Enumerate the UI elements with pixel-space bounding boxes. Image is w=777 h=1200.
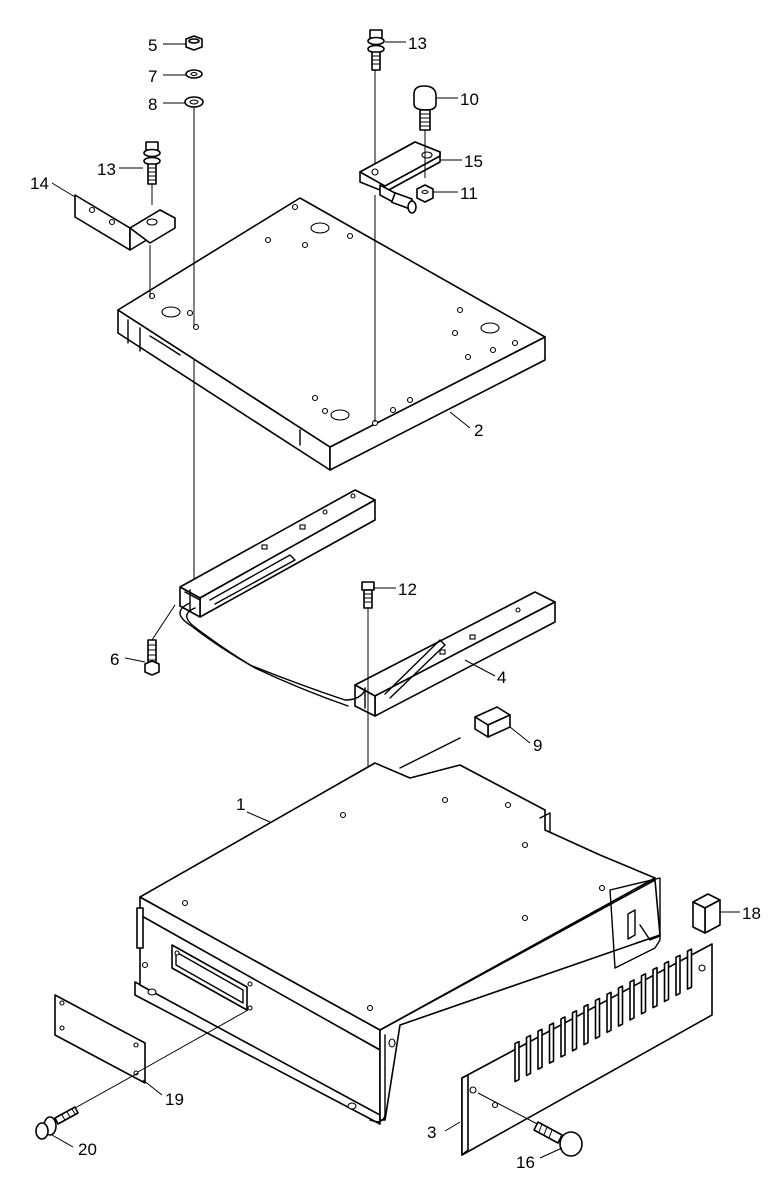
callout-1: 1 [236,795,245,814]
nut-part-5 [185,35,203,51]
left-bracket-part-14 [74,194,176,251]
screw-part-20 [35,1072,139,1140]
callout-3: 3 [427,1123,436,1142]
callout-20: 20 [78,1140,97,1159]
screw-part-13-left [143,141,161,298]
callout-15: 15 [464,152,483,171]
callout-labels: 5 7 8 13 14 13 10 15 11 2 12 6 4 9 1 18 … [30,34,761,1172]
knob-screw-part-16 [477,1092,583,1157]
callout-7: 7 [148,67,157,86]
clip-part-18 [692,893,721,934]
callout-11: 11 [460,184,478,203]
callout-14: 14 [30,174,49,193]
callout-4: 4 [497,668,506,687]
callout-2: 2 [474,421,483,440]
callout-10: 10 [460,90,479,109]
callout-13-right: 13 [408,34,427,53]
callout-8: 8 [148,95,157,114]
slide-rail-right-part-4 [354,591,556,717]
slide-rail-left-part-4 [179,489,376,618]
callout-9: 9 [533,736,542,755]
cover-plate-part-19 [54,994,249,1084]
callout-leaders [51,41,740,1159]
connecting-wire [179,602,366,701]
connecting-wire [186,607,349,707]
ventilation-slots [514,948,693,1083]
screw-part-13-right [367,29,385,422]
base-chassis-part-1 [134,737,661,1125]
callout-19: 19 [165,1090,184,1109]
clip-part-9 [474,706,511,738]
vented-cover-part-3 [461,943,713,1156]
bolt-part-6 [144,604,176,676]
callout-16: 16 [516,1153,535,1172]
callout-5: 5 [148,36,157,55]
knob-bolt-part-10 [413,85,437,178]
lock-washer-part-7 [185,69,203,79]
callout-12: 12 [398,580,417,599]
callout-18: 18 [742,904,761,923]
callout-6: 6 [110,650,119,669]
pivot-bracket-part-15 [359,141,441,214]
callout-13-left: 13 [97,160,116,179]
top-plate-part-2 [117,197,546,471]
nut-part-11 [416,184,434,203]
flat-washer-part-8 [184,96,204,108]
